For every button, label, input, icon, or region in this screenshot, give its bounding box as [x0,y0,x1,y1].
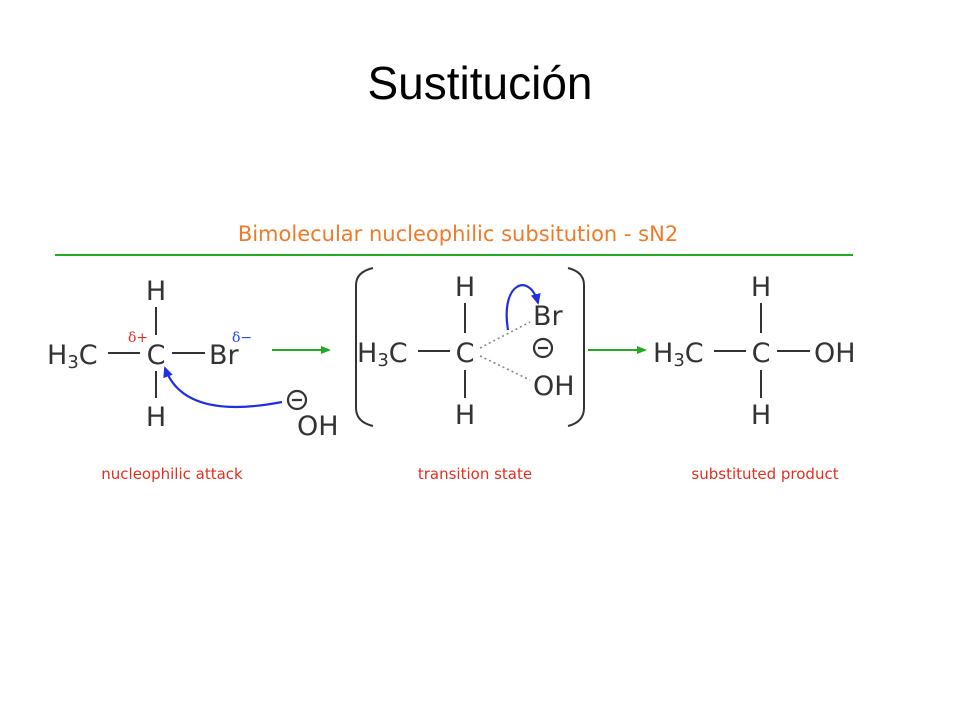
caption-nucleophilic-attack: nucleophilic attack [101,465,243,483]
ts-partial-bond-br [479,321,531,349]
ts-partial-bond-oh [479,355,531,381]
reactant-h-top: H [146,276,166,307]
right-bracket [567,267,585,427]
reactant-methyl: H3C [47,340,98,373]
ts-h-top: H [455,272,475,303]
transition-state-molecule: H H3C C Br OH H [355,267,585,431]
reactant-delta-minus: δ− [232,330,252,346]
ts-h-bottom: H [455,400,475,431]
reactant-delta-plus: δ+ [128,330,148,346]
reactant-leaving-group: Br [209,340,240,371]
reactant-molecule: H H3C C δ+ Br δ− H OH [47,276,339,442]
product-h-bottom: H [751,400,771,431]
curly-arrow-nucleophilic-attack-icon [163,366,283,409]
left-bracket [355,267,374,427]
caption-substituted-product: substituted product [691,465,838,483]
caption-transition-state: transition state [418,465,532,483]
reactant-carbon: C [147,340,166,371]
product-carbon: C [752,338,771,369]
reactant-nucleophile: OH [297,411,339,442]
ts-leaving-group: Br [533,301,564,332]
ts-methyl: H3C [357,338,408,371]
product-substituent: OH [814,338,856,369]
negative-charge-icon [532,337,554,359]
ts-nucleophile: OH [533,371,575,402]
ts-carbon: C [456,338,475,369]
curly-arrow-leaving-icon [505,284,541,331]
diagram-banner: Bimolecular nucleophilic subsitution - s… [238,222,678,246]
negative-charge-icon [286,389,308,411]
slide-title: Sustitución [367,57,593,109]
product-h-top: H [751,272,771,303]
product-methyl: H3C [653,338,704,371]
product-molecule: H H3C C OH H [653,272,856,431]
reactant-h-bottom: H [146,402,166,433]
